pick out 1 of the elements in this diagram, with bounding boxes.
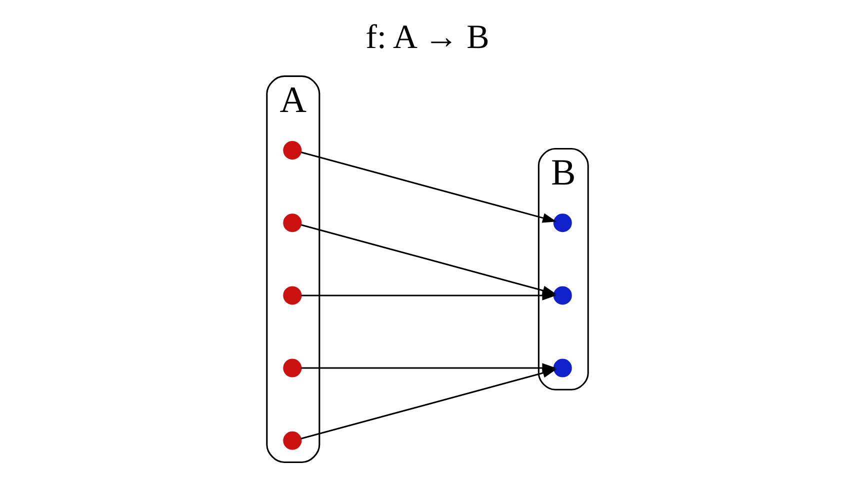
diagram-title: f: A → B [365, 18, 489, 56]
